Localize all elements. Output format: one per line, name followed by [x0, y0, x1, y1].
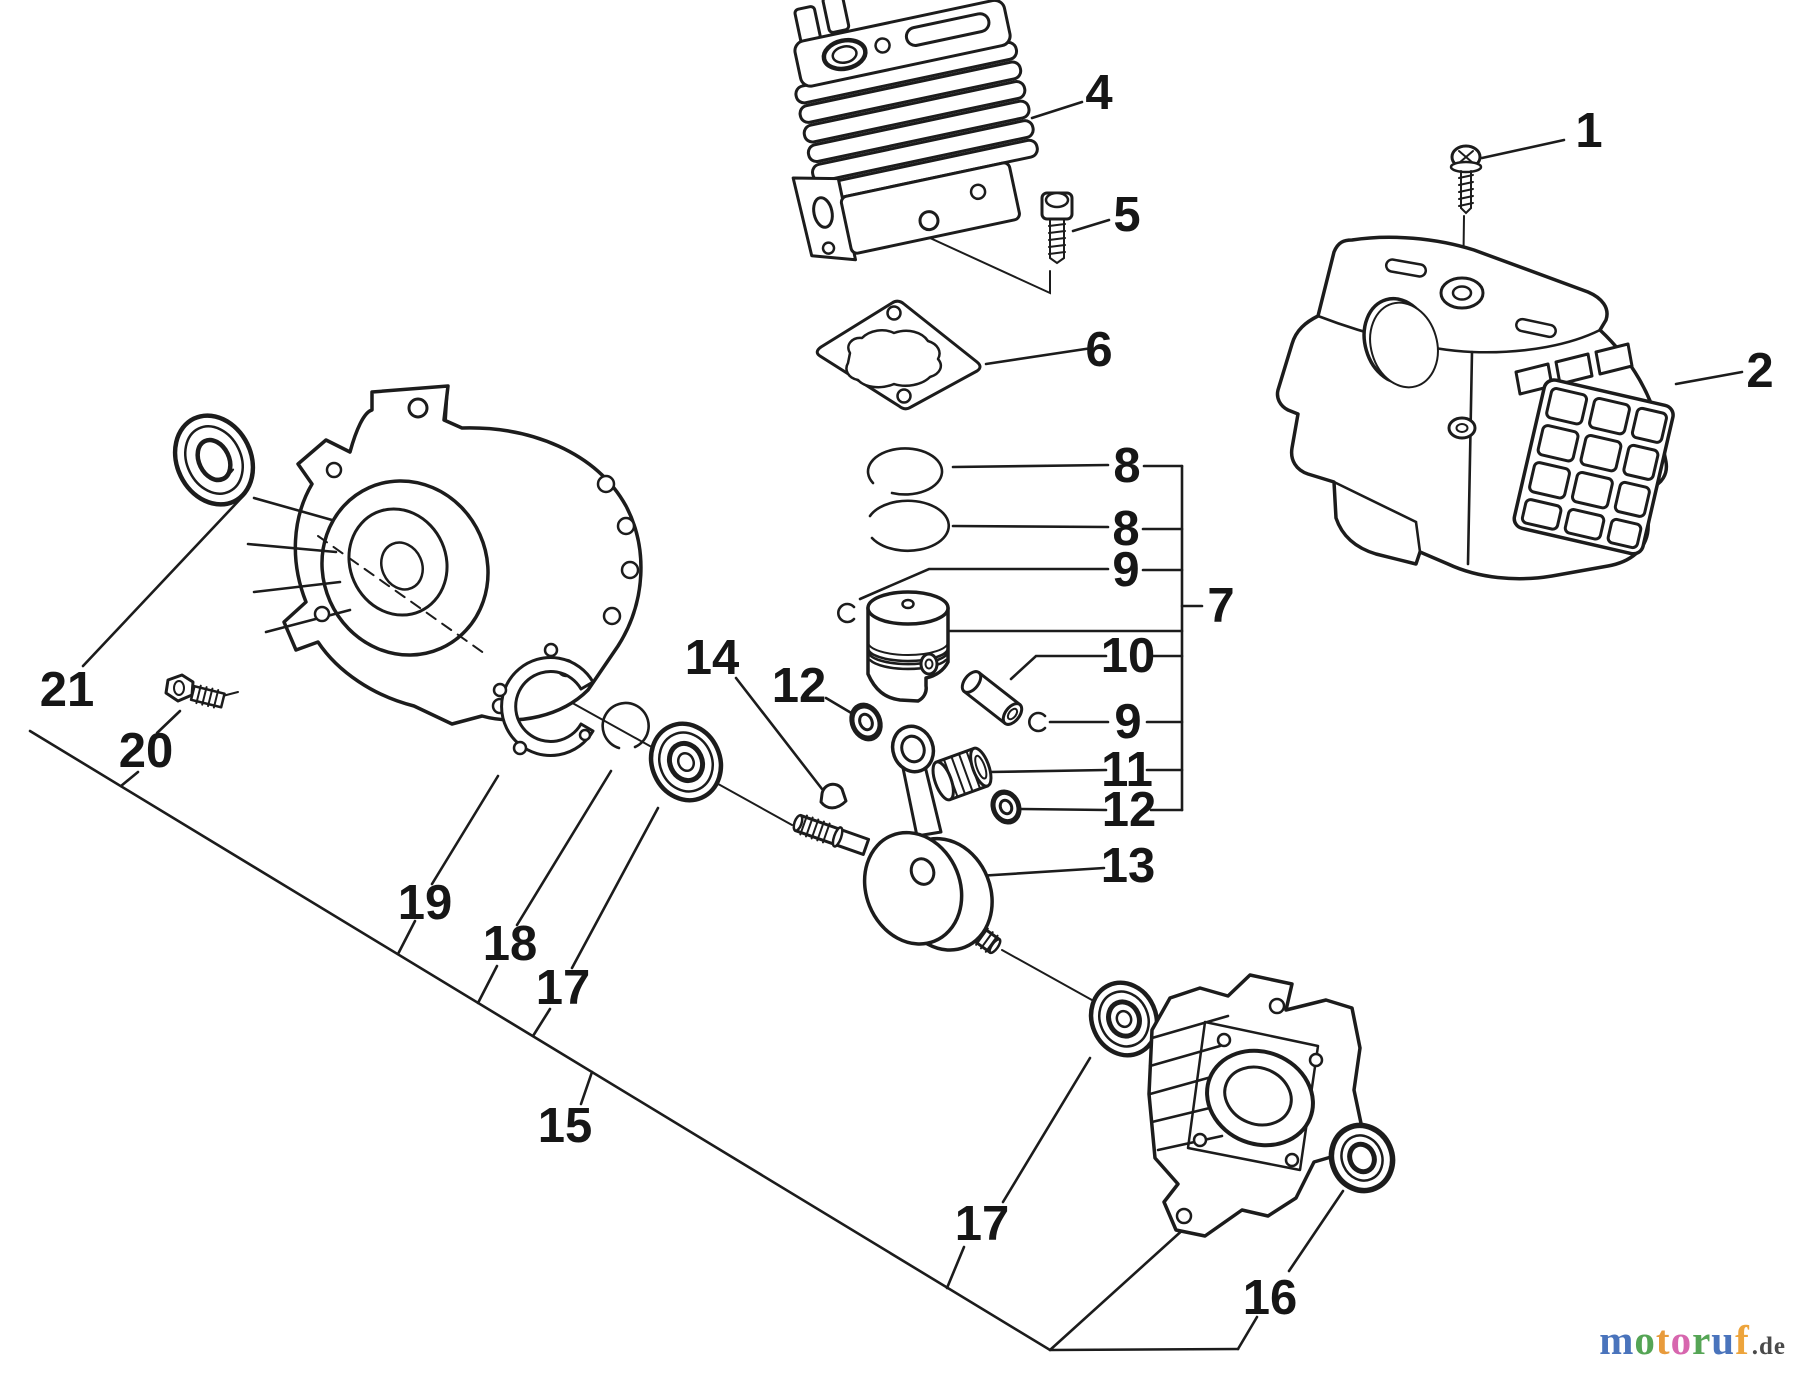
- callout-19: 19: [398, 876, 453, 930]
- callout-13: 13: [1101, 839, 1156, 893]
- piston-ring-top: [866, 447, 944, 496]
- callout-17-left: 17: [536, 961, 591, 1015]
- cylinder-screw-part: [1040, 191, 1074, 265]
- base-gasket-part: [815, 299, 982, 411]
- callout-9-bottom: 9: [1114, 695, 1141, 749]
- circlip-left: [837, 602, 856, 624]
- callout-21: 21: [40, 663, 95, 717]
- callout-1: 1: [1575, 104, 1602, 158]
- case-gasket-part: [492, 642, 595, 757]
- callout-6: 6: [1085, 323, 1112, 377]
- bearing-left-part: [648, 721, 724, 803]
- left-crankcase-part: [246, 384, 643, 726]
- crankshaft-part: [792, 724, 1002, 955]
- oil-seal-right-part: [1328, 1122, 1396, 1194]
- callout-18: 18: [483, 917, 538, 971]
- washer-right-part: [990, 789, 1022, 825]
- callout-8-top: 8: [1113, 439, 1140, 493]
- case-screw-part: [164, 673, 226, 709]
- cover-grille: [1512, 378, 1675, 556]
- watermark-letter-1: o: [1634, 1317, 1656, 1363]
- right-crankcase-part: [1147, 973, 1364, 1238]
- piston-ring-bottom: [868, 499, 950, 553]
- woodruff-key-part: [819, 782, 848, 810]
- callout-16: 16: [1243, 1271, 1298, 1325]
- watermark-letter-4: r: [1692, 1317, 1712, 1363]
- callout-14: 14: [685, 631, 740, 685]
- watermark-suffix: .de: [1751, 1333, 1786, 1360]
- callout-17-right: 17: [955, 1197, 1010, 1251]
- callout-7: 7: [1207, 579, 1234, 633]
- callout-8-bottom: 8: [1112, 502, 1139, 556]
- callout-9-top: 9: [1112, 543, 1139, 597]
- callout-12-left: 12: [772, 659, 827, 713]
- group-7-bracket: [1141, 464, 1204, 812]
- watermark-letter-3: o: [1670, 1317, 1693, 1363]
- watermark-letter-0: m: [1599, 1317, 1635, 1363]
- oil-seal-left-part: [172, 413, 256, 507]
- watermark-letter-2: t: [1655, 1317, 1671, 1363]
- watermark-letter-5: u: [1711, 1317, 1736, 1363]
- callout-10: 10: [1101, 629, 1156, 683]
- callout-2: 2: [1746, 344, 1773, 398]
- callout-20: 20: [119, 724, 174, 778]
- bearing-right-part: [1088, 980, 1160, 1058]
- circlip-right: [1028, 711, 1047, 733]
- callout-15: 15: [538, 1099, 593, 1153]
- piston-pin-part: [960, 670, 1024, 726]
- trunk-leader: [28, 729, 1259, 1352]
- retaining-ring-part: [601, 701, 650, 750]
- callout-11: 11: [1101, 743, 1153, 797]
- cover-screw-part: [1449, 144, 1483, 215]
- callout-12-right: 12: [1102, 783, 1157, 837]
- washer-left-part: [849, 702, 883, 742]
- leader-lines: [28, 100, 1744, 1352]
- cylinder-part: [791, 0, 1039, 262]
- piston-part: [866, 590, 950, 703]
- callout-4: 4: [1085, 66, 1112, 120]
- engine-cover-part: [1275, 235, 1675, 581]
- needle-bearing-part: [931, 746, 993, 802]
- callout-5: 5: [1113, 188, 1140, 242]
- watermark-letter-6: f: [1735, 1317, 1750, 1363]
